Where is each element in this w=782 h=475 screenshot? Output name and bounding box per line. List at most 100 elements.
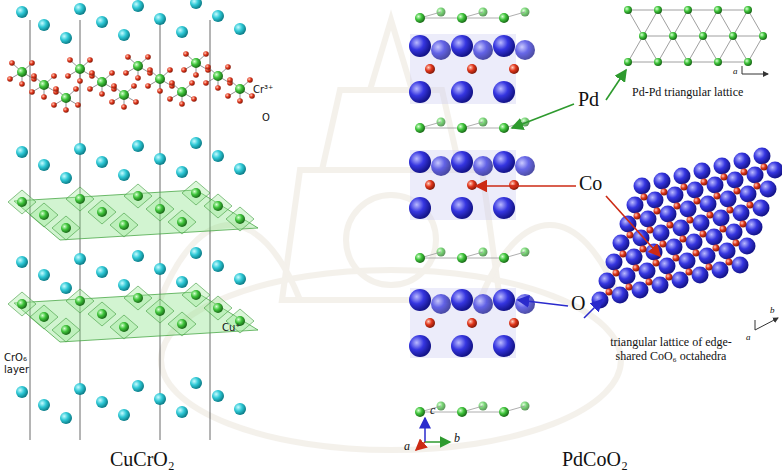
atom <box>654 208 661 215</box>
atom <box>51 102 57 108</box>
octahedron <box>88 302 116 326</box>
atom <box>700 196 717 213</box>
atom <box>720 226 727 233</box>
atom <box>409 289 431 311</box>
text-label: b <box>454 432 460 446</box>
atom <box>29 89 35 95</box>
atom <box>65 73 71 79</box>
atom <box>653 225 670 242</box>
atom <box>409 35 431 57</box>
atom <box>706 264 713 271</box>
atom <box>176 276 188 288</box>
text-label: Co <box>579 172 602 195</box>
atom <box>212 390 224 402</box>
atom <box>38 399 50 411</box>
atom <box>189 80 195 86</box>
atom <box>212 10 224 22</box>
atom <box>177 319 187 329</box>
atom <box>132 0 144 12</box>
atom <box>75 102 81 108</box>
atom <box>499 123 509 133</box>
atom <box>754 183 761 190</box>
atom <box>733 205 750 222</box>
axis-a <box>416 442 425 450</box>
atom <box>167 67 173 73</box>
unit-cell-edge <box>30 20 31 440</box>
pd-bond <box>462 128 504 129</box>
octahedron <box>124 184 152 208</box>
atom <box>7 76 13 82</box>
atom <box>613 235 630 252</box>
atom <box>431 294 451 314</box>
atom <box>119 322 129 332</box>
atom <box>714 6 722 14</box>
atom <box>509 64 519 74</box>
atom <box>16 146 28 158</box>
atom <box>457 13 467 23</box>
atom <box>654 173 671 190</box>
pd-bond <box>420 128 462 129</box>
atom <box>646 279 653 286</box>
atom <box>154 263 166 275</box>
octahedron <box>168 312 196 336</box>
pd-bond <box>420 18 462 19</box>
atom <box>111 83 117 89</box>
atom <box>73 86 79 92</box>
atom <box>680 201 697 218</box>
atom <box>681 184 688 191</box>
inset-axis <box>742 66 743 74</box>
atom <box>51 73 57 79</box>
atom <box>237 98 243 104</box>
atom <box>624 6 632 14</box>
atom <box>515 294 535 314</box>
atom <box>739 238 756 255</box>
atom <box>674 168 691 185</box>
atom <box>183 51 189 57</box>
text-label: CuCrO₂ <box>110 448 175 471</box>
atom <box>123 70 129 76</box>
lattice-line <box>628 10 643 36</box>
atom <box>493 81 515 103</box>
atom <box>29 60 35 66</box>
lattice-line <box>718 62 748 63</box>
atom <box>620 216 637 233</box>
atom <box>509 318 519 328</box>
atom <box>41 94 47 100</box>
atom <box>61 325 71 335</box>
lattice-line <box>628 36 643 62</box>
atom <box>179 101 185 107</box>
lattice-line <box>658 62 688 63</box>
atom <box>740 186 757 203</box>
lattice-line <box>703 36 733 37</box>
atom <box>145 54 151 60</box>
atom <box>409 335 431 357</box>
atom <box>667 187 684 204</box>
atom <box>133 61 143 71</box>
leader-arrow <box>476 185 576 187</box>
atom <box>633 265 640 272</box>
atom <box>99 91 105 97</box>
atom <box>680 236 687 243</box>
atom <box>16 256 28 268</box>
atom <box>627 197 644 214</box>
atom <box>425 180 435 190</box>
atom <box>234 403 246 415</box>
atom <box>227 77 233 83</box>
atom <box>190 247 202 259</box>
lattice-line <box>643 36 658 62</box>
atom <box>744 6 752 14</box>
atom <box>147 67 153 73</box>
atom <box>654 58 662 66</box>
atom <box>499 253 509 263</box>
atom <box>212 150 224 162</box>
atom <box>719 243 736 260</box>
octahedron <box>204 194 232 218</box>
atom <box>660 206 677 223</box>
atom <box>409 151 431 173</box>
atom <box>700 231 707 238</box>
atom <box>96 266 108 278</box>
atom <box>720 191 737 208</box>
atom <box>733 240 740 247</box>
atom <box>190 377 202 389</box>
